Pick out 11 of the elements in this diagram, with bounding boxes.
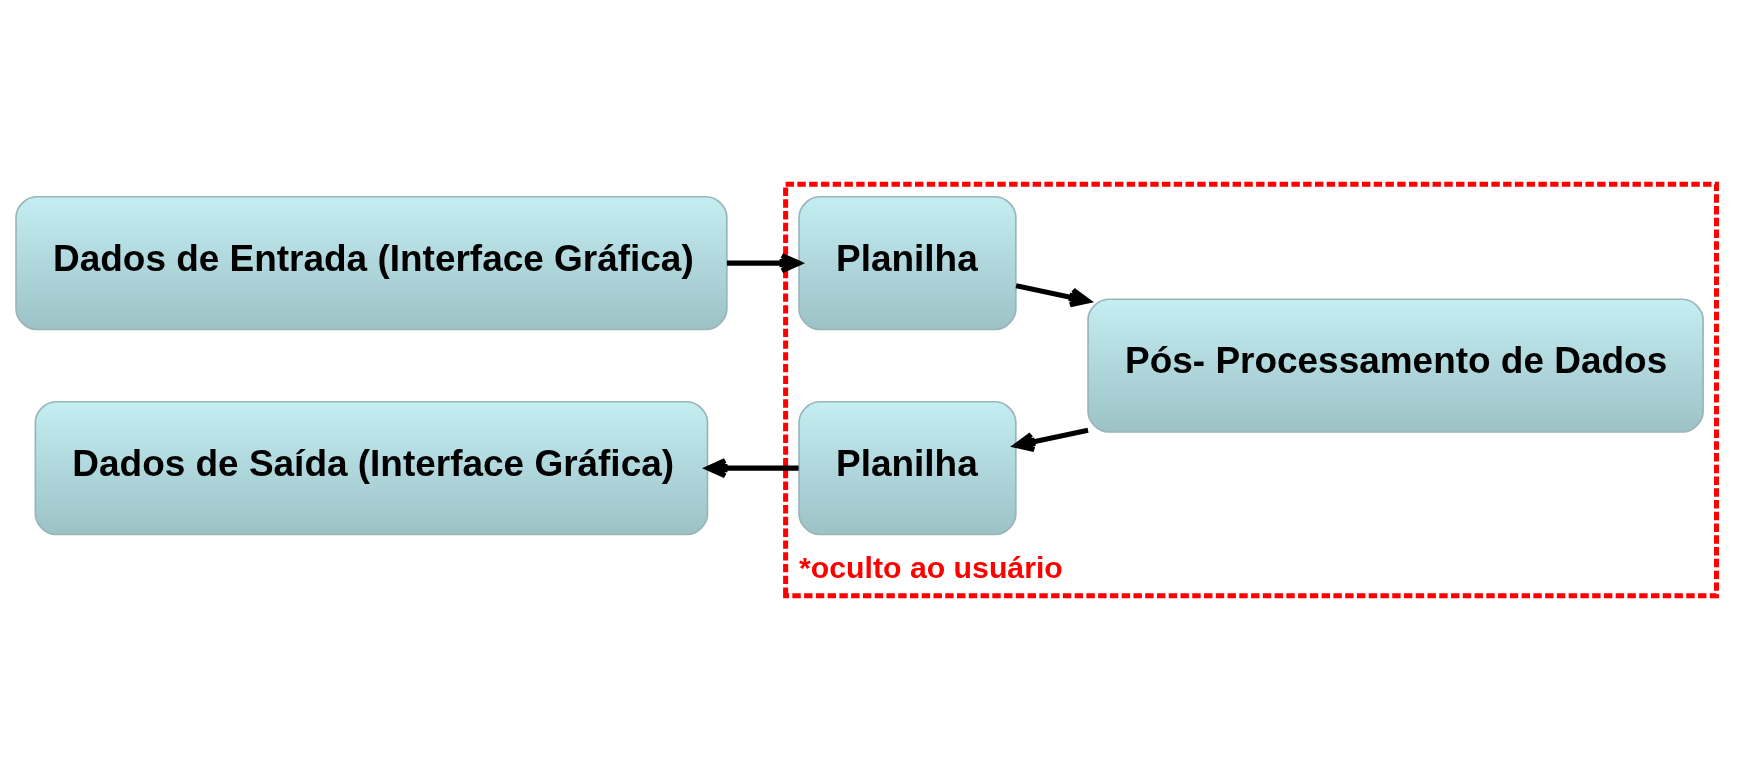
node-box: Planilha — [798, 195, 1017, 330]
node-box: Dados de Entrada (Interface Gráfica) — [15, 195, 728, 330]
node-box: Dados de Saída (Interface Gráfica) — [34, 400, 709, 535]
arrow — [1013, 427, 1089, 452]
cluster — [783, 181, 1720, 598]
node-box: Planilha — [798, 400, 1017, 535]
node-label: *oculto ao usuário — [799, 550, 1063, 584]
arrow — [726, 252, 802, 273]
arrow — [1015, 282, 1091, 307]
arrow — [705, 457, 799, 478]
node-box: Pós- Processamento de Dados — [1087, 297, 1704, 433]
